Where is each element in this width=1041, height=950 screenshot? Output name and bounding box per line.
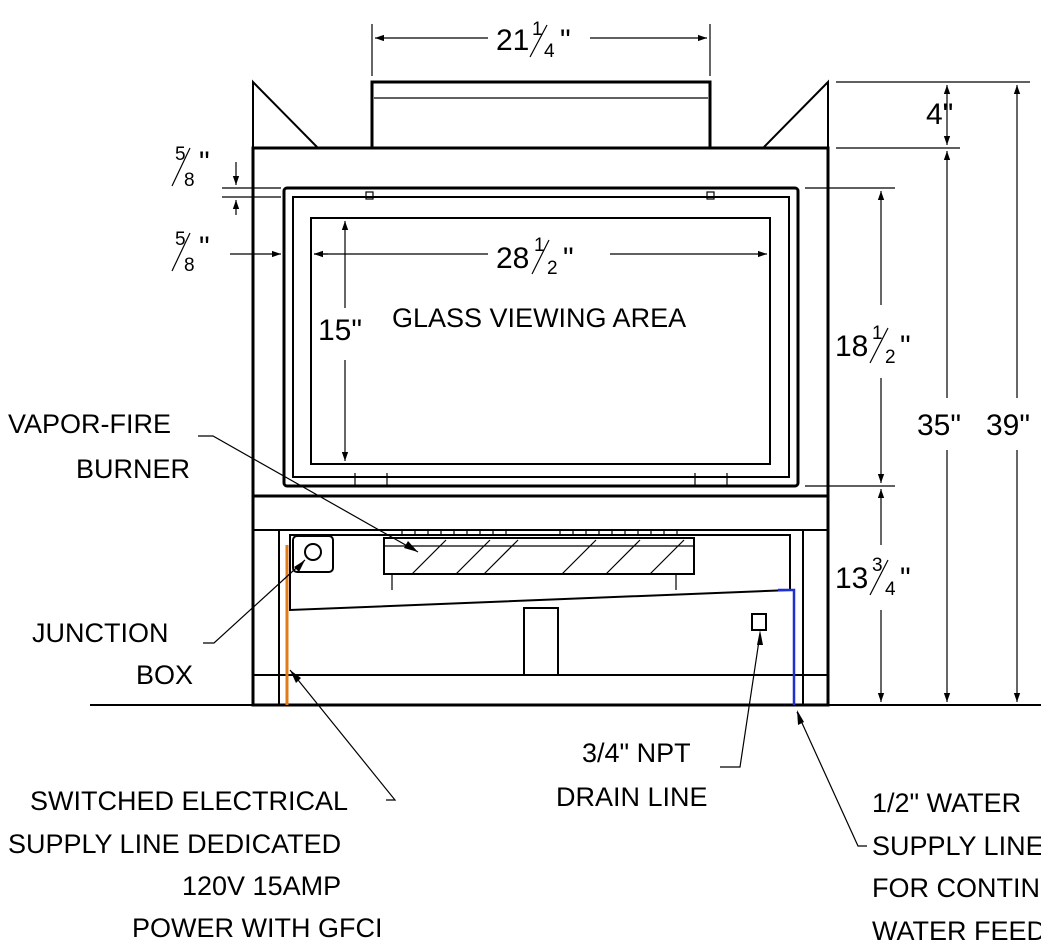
electrical-label-line4: POWER WITH GFCI xyxy=(132,913,382,943)
drain-label-line2: DRAIN LINE xyxy=(556,782,708,812)
electrical-label-line1: SWITCHED ELECTRICAL xyxy=(30,786,348,816)
glass-viewing-area xyxy=(310,217,771,465)
top-flue-box xyxy=(370,80,712,150)
dim-frame-height-den: 2 xyxy=(885,347,896,368)
vapor-fire-burner xyxy=(383,537,695,575)
dim-glass-width-unit: " xyxy=(563,242,574,275)
water-label-line3: FOR CONTINUOUS xyxy=(872,873,1041,903)
water-label-line1: 1/2" WATER xyxy=(872,788,1021,818)
callouts: GLASS VIEWING AREA VAPOR-FIRE BURNER JUN… xyxy=(8,303,1041,946)
glass-area-label: GLASS VIEWING AREA xyxy=(392,303,686,333)
junction-box xyxy=(292,535,334,573)
water-label-line2: SUPPLY LINE xyxy=(872,831,1041,861)
dim-glass-width-num: 1 xyxy=(534,235,545,256)
right-corner-bracket xyxy=(760,79,829,149)
dim-total-height: 39" xyxy=(986,409,1030,442)
dim-base-height: 13 xyxy=(835,562,868,595)
center-support xyxy=(523,607,559,676)
door-frame-outer xyxy=(282,186,800,488)
dim-top-height: 4" xyxy=(926,98,953,131)
electrical-label-line3: 120V 15AMP xyxy=(182,871,341,901)
burner-label-line1: VAPOR-FIRE xyxy=(8,409,171,439)
dim-frame-height-num: 1 xyxy=(872,323,883,344)
dim-top-width-unit: " xyxy=(560,24,571,57)
dimension-lines xyxy=(222,24,1030,702)
dim-frame-top-unit: " xyxy=(199,146,210,179)
dim-base-height-unit: " xyxy=(900,562,911,595)
dim-frame-side-num: 5 xyxy=(175,229,186,250)
junction-box-label-line2: BOX xyxy=(136,660,193,690)
base-section xyxy=(251,494,830,707)
junction-box-label-line1: JUNCTION xyxy=(32,618,169,648)
dim-top-width: 21 xyxy=(496,24,529,57)
dim-top-width-den: 4 xyxy=(544,41,555,62)
drain-fitting xyxy=(751,613,767,631)
dim-glass-width-den: 2 xyxy=(547,258,558,279)
burner-label-line2: BURNER xyxy=(76,454,190,484)
dimension-text: 21 1 4 " 4" 5 8 " 5 8 " 28 1 2 " 15" 18 … xyxy=(171,19,1030,600)
dim-glass-height: 15" xyxy=(318,314,362,347)
left-corner-bracket xyxy=(252,79,321,149)
dim-body-height: 35" xyxy=(917,409,961,442)
drain-label-line1: 3/4" NPT xyxy=(582,738,691,768)
dim-frame-side-unit: " xyxy=(199,231,210,264)
dim-base-height-num: 3 xyxy=(872,555,883,576)
dim-top-width-num: 1 xyxy=(532,19,543,40)
dim-glass-width: 28 xyxy=(496,242,529,275)
dim-frame-height: 18 xyxy=(835,330,868,363)
door-frame-inner xyxy=(292,196,790,478)
dim-base-height-den: 4 xyxy=(885,579,896,600)
dim-frame-top-num: 5 xyxy=(175,144,186,165)
dim-frame-height-unit: " xyxy=(900,330,911,363)
fireplace-unit xyxy=(90,79,1041,707)
dim-frame-side-den: 8 xyxy=(184,255,195,276)
water-label-line4: WATER FEED xyxy=(872,916,1041,946)
dim-frame-top-den: 8 xyxy=(184,170,195,191)
water-supply-line xyxy=(778,588,796,705)
electrical-label-line2: SUPPLY LINE DEDICATED xyxy=(8,829,341,859)
